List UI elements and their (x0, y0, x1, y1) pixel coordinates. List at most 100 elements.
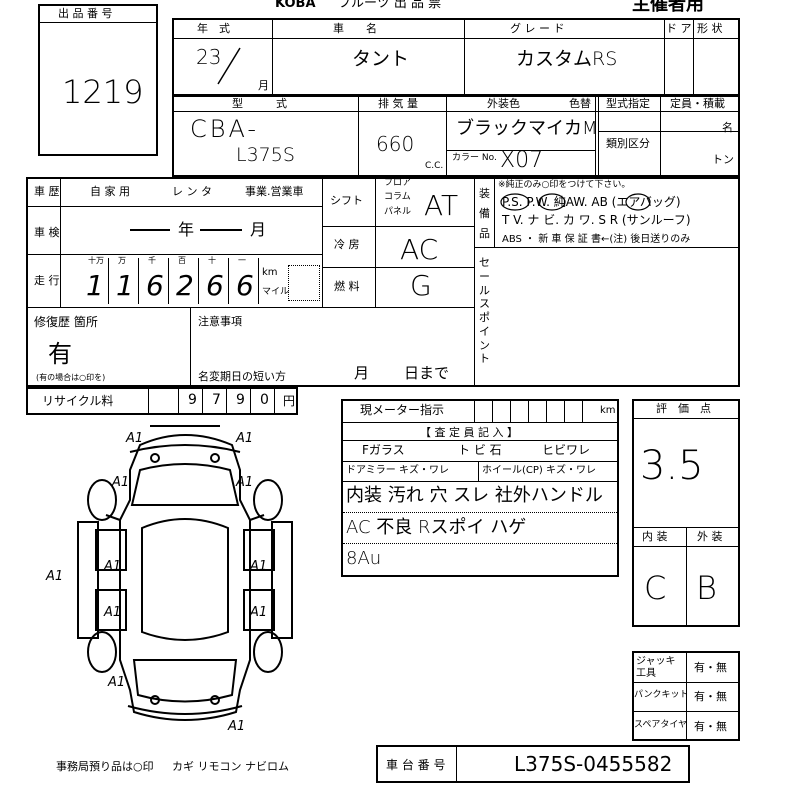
fuel-label: 燃 料 (334, 280, 360, 293)
shift-floor: フロア (384, 178, 412, 188)
private-use: 自 家 用 (90, 185, 130, 198)
rental-use: レ ン タ (172, 185, 212, 198)
recycle-label: リサイクル料 (42, 394, 114, 408)
spare-option[interactable]: 有・無 (694, 720, 727, 733)
category-label: 類別区分 (606, 137, 650, 150)
model-code: L375S (236, 144, 295, 166)
digit-place-label: 千 (148, 256, 156, 265)
color-change-label: 色替 (569, 97, 591, 110)
repair-label: 修復歴 箇所 (34, 315, 98, 329)
exterior-label: 外 装 (697, 530, 723, 543)
form-title: フルーツ 出 品 票 (338, 0, 442, 11)
ac-value: AC (400, 233, 439, 266)
model-prefix: CBA- (190, 115, 260, 143)
recycle-digit: 9 (236, 392, 245, 408)
damage-mark-a1: A1 (126, 431, 144, 446)
damage-mark-a1: A1 (46, 569, 64, 584)
inspection-month-unit: 月 (250, 220, 267, 239)
expiry-label: 名変期日の短い方 (198, 370, 286, 383)
color-label: 外装色 (487, 97, 520, 110)
digit-place-label: 一 (238, 256, 246, 265)
meter-label: 現メーター指示 (360, 403, 445, 417)
recycle-digit: 9 (188, 392, 197, 408)
jack-option[interactable]: 有・無 (694, 661, 727, 674)
expiry-month: 月 (354, 364, 370, 382)
digit-place-label: 十 (208, 256, 216, 265)
equipment-row2: T V. ナ ビ. カ ワ. S R (サンルーフ) (502, 213, 691, 227)
owner-copy-label: 主催者用 (632, 0, 704, 15)
recycle-box (26, 387, 298, 415)
grade-label: グ レ ー ド (510, 22, 565, 35)
inspection-year-unit: 年 (178, 220, 195, 239)
shape-label: 形 状 (697, 22, 723, 35)
digit-place-label: 万 (118, 256, 126, 265)
grade-value: カスタムRS (516, 48, 618, 70)
recycle-digit: 7 (212, 392, 221, 408)
spare-label: スペアタイヤ (634, 720, 688, 730)
equipment-note: ※純正のみ○印をつけて下さい。 (498, 180, 631, 190)
type-designation-label: 型式指定 (606, 97, 650, 110)
chassis-number: L375S-0455582 (514, 752, 673, 776)
year-label: 年 式 (197, 22, 230, 35)
jack-label: ジャッキ 工具 (636, 656, 676, 679)
damage-mark-a1: A1 (250, 605, 268, 620)
inspector-box (341, 399, 619, 577)
office-note: 事務局預り品は○印 (56, 760, 154, 773)
equipment-row1: P.S. P.W. 純AW. AB (エアバッグ) (502, 195, 681, 209)
damage-mark-a1: A1 (108, 675, 126, 690)
chassis-box (376, 745, 690, 783)
expiry-day: 日まで (404, 364, 450, 382)
mirror-label: ドアミラー キズ・ワレ (346, 465, 449, 476)
color-value: ブラックマイカM (456, 118, 598, 139)
glass-options: ト ビ 石 (458, 443, 502, 457)
mileage-digit: 1 (86, 269, 104, 302)
name-label: 車 名 (333, 22, 377, 35)
tons-unit: トン (712, 153, 734, 166)
notes-label: 注意事項 (198, 315, 242, 328)
lot-box (38, 4, 158, 156)
wheel-label: ホイール(CP) キズ・ワレ (482, 465, 596, 476)
interior-grade: C (644, 569, 667, 607)
displacement-value: 660 (376, 132, 415, 156)
shift-label: シフト (330, 194, 363, 207)
month-suffix: 月 (258, 79, 269, 92)
shift-panel: パネル (384, 207, 412, 217)
model-label: 型 式 (232, 97, 287, 110)
remark-line-1: 内装 汚れ 穴 スレ 社外ハンドル (346, 485, 603, 506)
cc-unit: C.C. (425, 161, 444, 171)
glass-label: Fガラス (362, 443, 405, 457)
mileage-digit: 6 (146, 269, 164, 302)
kit-label: パンクキット (634, 690, 689, 700)
damage-mark-a1: A1 (112, 475, 130, 490)
km-unit: km (262, 267, 278, 278)
repair-note: (有の場合は○印を) (36, 373, 106, 382)
model-table (172, 95, 740, 177)
shift-value: AT (424, 189, 459, 222)
mileage-digit: 6 (206, 269, 224, 302)
mile-unit: マイル (262, 287, 290, 297)
kit-option[interactable]: 有・無 (694, 690, 727, 703)
shift-column: コラム (384, 192, 411, 202)
damage-mark-a1: A1 (236, 431, 254, 446)
keys-remote: カギ リモコン ナビロム (172, 760, 289, 773)
brand-fragment: KOBA (275, 0, 316, 11)
history-label: 車 歴 (34, 185, 60, 198)
inspection-label: 車 検 (34, 226, 60, 239)
color-no-label: カラー No. (452, 153, 497, 163)
mileage-digit: 2 (176, 269, 194, 302)
exterior-grade: B (696, 569, 717, 607)
mile-checkbox[interactable] (288, 265, 320, 301)
meter-unit: km (600, 405, 616, 416)
lot-label: 出 品 番 号 (58, 7, 113, 20)
fuel-value: G (410, 269, 432, 302)
mileage-digit: 6 (236, 269, 254, 302)
recycle-digit: 0 (260, 392, 269, 408)
persons-unit: 名 (722, 121, 733, 134)
damage-mark-a1: A1 (104, 605, 122, 620)
damage-mark-a1: A1 (250, 559, 268, 574)
digit-place-label: 百 (178, 256, 186, 265)
interior-label: 内 装 (642, 530, 668, 543)
equipment-row3: ABS ・ 新 車 保 証 書←(注) 後日送りのみ (502, 234, 691, 245)
business-use: 事業.営業車 (245, 185, 304, 198)
ac-label: 冷 房 (334, 238, 360, 251)
